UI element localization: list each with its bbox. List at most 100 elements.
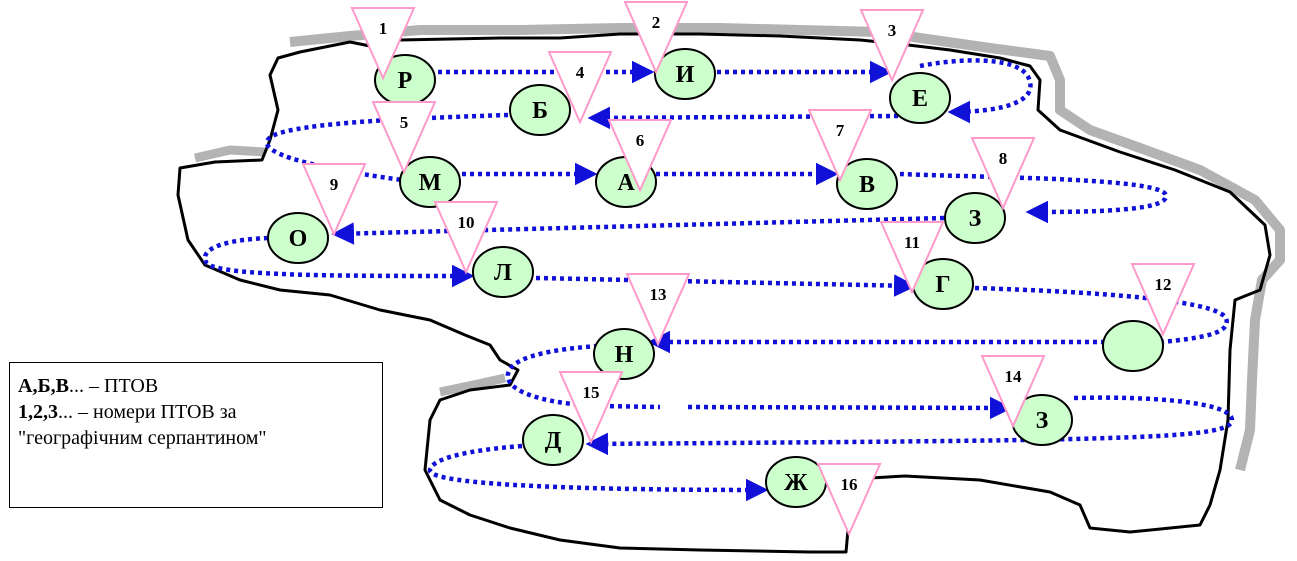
number-marker: 8	[970, 137, 1036, 211]
number-label: 7	[836, 121, 845, 140]
ptov-letter: М	[419, 170, 442, 196]
legend: А,Б,В... – ПТОВ 1,2,3... – номери ПТОВ з…	[9, 362, 383, 508]
number-label: 13	[650, 285, 667, 304]
ptov-node: Л	[472, 246, 534, 298]
ptov-node	[1102, 320, 1164, 372]
number-marker: 6	[607, 119, 673, 193]
number-marker: 3	[859, 9, 925, 83]
ptov-letter: В	[859, 172, 875, 198]
number-label: 4	[576, 63, 585, 82]
route-segment	[202, 235, 475, 288]
number-marker: 16	[816, 463, 882, 537]
ptov-circle	[654, 48, 716, 100]
number-marker: 7	[807, 109, 873, 183]
ptov-letter: Н	[615, 342, 634, 368]
ptov-node: Г	[912, 258, 974, 310]
ptov-letter: Д	[545, 428, 562, 454]
route-segment	[919, 58, 1033, 124]
legend-numbers-desc: ... – номери ПТОВ за	[58, 401, 237, 423]
number-label: 2	[652, 13, 661, 32]
route-segment	[601, 403, 661, 410]
number-triangle	[301, 163, 367, 237]
number-label: 14	[1005, 367, 1023, 386]
territory-shadow-notch	[439, 373, 506, 397]
legend-line-1: А,Б,В... – ПТОВ	[18, 373, 374, 399]
number-triangle	[625, 273, 691, 347]
legend-letters-desc: ... – ПТОВ	[69, 375, 159, 397]
number-label: 12	[1155, 275, 1172, 294]
territory-outline	[176, 32, 1272, 554]
ptov-node: В	[836, 158, 898, 210]
legend-line-2: 1,2,3... – номери ПТОВ за	[18, 399, 374, 425]
route-segment	[687, 396, 1013, 420]
number-triangle	[816, 463, 882, 537]
number-label: 6	[636, 131, 645, 150]
ptov-letter: Г	[935, 272, 950, 298]
legend-numbers: 1,2,3	[18, 401, 58, 423]
route-segment	[427, 443, 769, 502]
number-triangle	[433, 201, 499, 275]
ptov-node: Ж	[765, 456, 827, 508]
number-triangle	[859, 9, 925, 83]
ptov-node: Е	[889, 72, 951, 124]
ptov-letter: А	[617, 170, 635, 196]
ptov-node: О	[267, 212, 329, 264]
number-marker: 5	[371, 101, 437, 175]
territory-shadow-left	[193, 145, 266, 163]
number-marker: 12	[1130, 263, 1196, 337]
number-marker: 14	[980, 355, 1046, 429]
route-segment	[535, 274, 917, 297]
number-label: 16	[841, 475, 858, 494]
ptov-letter: О	[289, 226, 308, 252]
ptov-circle	[399, 156, 461, 208]
ptov-circle	[1102, 320, 1164, 372]
number-triangle	[607, 119, 673, 193]
ptov-node: Н	[593, 328, 655, 380]
ptov-letter: И	[676, 62, 695, 88]
number-label: 3	[888, 21, 897, 40]
number-label: 8	[999, 149, 1008, 168]
route-segment	[899, 171, 1169, 224]
number-triangle	[980, 355, 1046, 429]
number-label: 15	[583, 383, 600, 402]
number-marker: 9	[301, 163, 367, 237]
number-marker: 15	[558, 371, 624, 445]
ptov-node: З	[944, 192, 1006, 244]
ptov-node: Д	[522, 414, 584, 466]
ptov-node: Б	[509, 84, 571, 136]
route-segment	[974, 285, 1229, 345]
number-marker: 2	[623, 0, 689, 75]
ptov-circle	[836, 158, 898, 210]
ptov-circle	[472, 246, 534, 298]
number-marker: 1	[350, 7, 416, 81]
number-label: 5	[400, 113, 409, 132]
number-triangle	[1130, 263, 1196, 337]
ptov-circle	[944, 192, 1006, 244]
number-marker: 13	[625, 273, 691, 347]
ptov-letter: Е	[912, 86, 928, 112]
ptov-node: М	[399, 156, 461, 208]
number-triangle	[807, 109, 873, 183]
ptov-letter: Р	[398, 68, 413, 94]
number-marker: 11	[879, 221, 945, 295]
number-triangle	[558, 371, 624, 445]
legend-letters: А,Б,В	[18, 375, 70, 397]
ptov-node: И	[654, 48, 716, 100]
number-triangle	[547, 51, 613, 125]
number-marker: 10	[433, 201, 499, 275]
ptov-circle	[509, 84, 571, 136]
number-label: 9	[330, 175, 339, 194]
number-marker: 4	[547, 51, 613, 125]
ptov-letter: Ж	[784, 470, 808, 496]
ptov-letter: Л	[494, 260, 512, 286]
ptov-letter: З	[969, 206, 982, 232]
number-label: 1	[379, 19, 388, 38]
number-label: 10	[458, 213, 475, 232]
number-triangle	[879, 221, 945, 295]
ptov-circle	[267, 212, 329, 264]
number-triangle	[371, 101, 437, 175]
number-triangle	[970, 137, 1036, 211]
ptov-circle	[522, 414, 584, 466]
